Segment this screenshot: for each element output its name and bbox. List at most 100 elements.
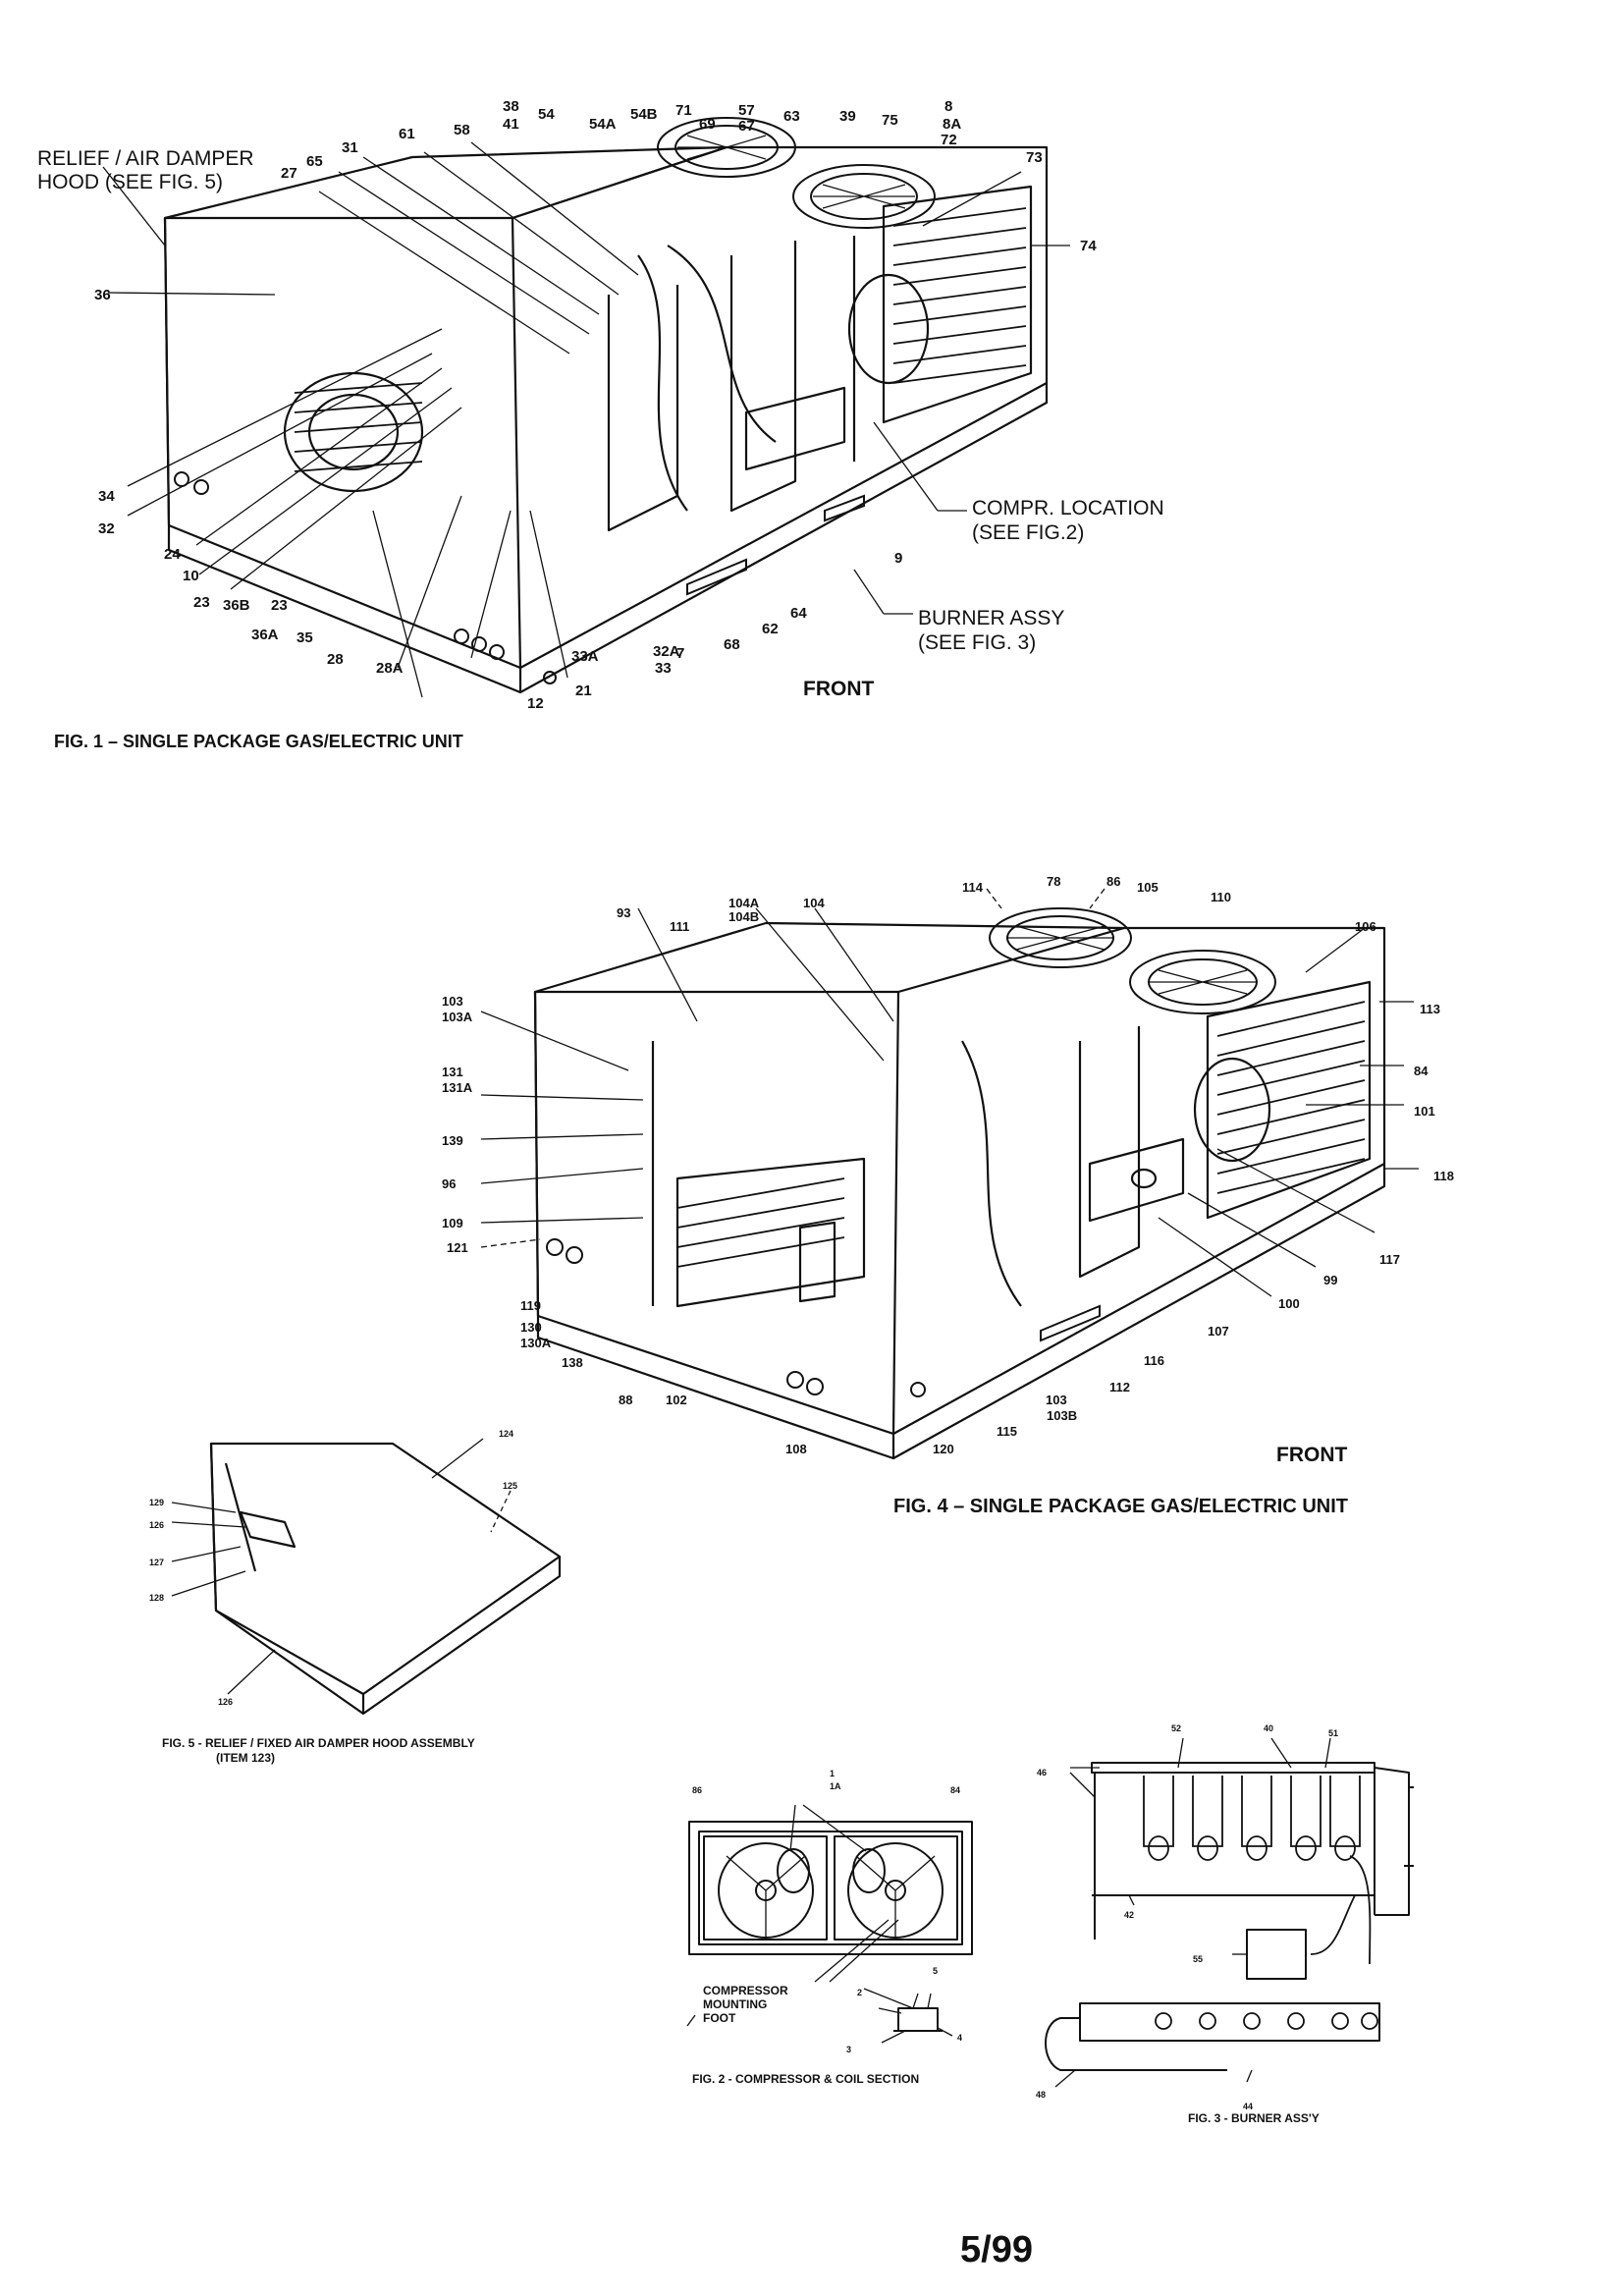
fig4-callout-label: 88	[619, 1393, 633, 1407]
fig1-callout-label: 69	[699, 116, 716, 133]
fig2-compressor-label: COMPRESSOR MOUNTING FOOT	[703, 1984, 788, 2025]
fig1-callout-label: 64	[790, 605, 807, 622]
fig5-hood-drawing	[171, 1438, 562, 1716]
fig3-callout-label: 46	[1037, 1768, 1048, 1777]
fig4-callout-label: 130	[520, 1320, 542, 1335]
fig2-compressor-label-line1: COMPRESSOR	[703, 1984, 788, 1997]
fig1-callout-label: 74	[1080, 238, 1097, 254]
fig4-callout-label: 118	[1433, 1169, 1454, 1183]
fig4-front-label: FRONT	[1276, 1444, 1348, 1466]
fig1-callout-label: 12	[527, 695, 544, 712]
fig1-callout-label: 28A	[376, 660, 404, 677]
fig2-callout-label: 1	[830, 1769, 836, 1778]
fig4-callout-label: 103	[442, 994, 463, 1009]
fig1-callout-label: 54A	[589, 116, 617, 133]
fig1-callout-label: 57	[738, 102, 755, 119]
fig1-burner-label-line2: (SEE FIG. 3)	[918, 631, 1037, 654]
fig2-callout-label: 2	[857, 1988, 863, 1997]
fig1-callout-label: 32A	[653, 643, 680, 660]
fig3-callout-label: 52	[1171, 1723, 1182, 1733]
fig3-callout-label: 51	[1328, 1728, 1339, 1738]
fig1-callout-label: 39	[839, 108, 856, 125]
fig4-callout-label: 103A	[442, 1010, 473, 1024]
fig1-callout-label: 9	[894, 550, 903, 567]
fig4-callout-label: 121	[447, 1240, 468, 1255]
fig1-callout-label: 8	[944, 98, 953, 115]
fig5-callout-label: 126	[149, 1520, 165, 1530]
fig4-callout-label: 106	[1355, 919, 1376, 934]
fig1-callout-label: 38	[503, 98, 519, 115]
fig4-unit-drawing	[480, 888, 1419, 1460]
fig4-callout-label: 107	[1208, 1324, 1229, 1339]
fig1-caption: FIG. 1 – SINGLE PACKAGE GAS/ELECTRIC UNI…	[54, 732, 463, 751]
fig4-callout-label: 86	[1106, 874, 1121, 889]
fig1-callout-label: 31	[342, 139, 358, 156]
fig1-callout-label: 71	[675, 102, 692, 119]
fig4-callout-label: 84	[1414, 1064, 1429, 1078]
fig4-callout-label: 139	[442, 1133, 463, 1148]
fig4-callout-label: 113	[1420, 1002, 1440, 1016]
fig4-callout-label: 100	[1278, 1296, 1300, 1311]
fig2-callout-label: 4	[957, 2033, 963, 2043]
fig4-callout-label: 103B	[1047, 1408, 1078, 1423]
fig1-callout-label: 58	[454, 122, 470, 138]
fig4-callout-label: 111	[670, 919, 690, 934]
fig2-callout-label: 1A	[830, 1781, 841, 1791]
fig1-callout-label: 7	[676, 645, 685, 662]
fig1-callout-label: 36B	[223, 597, 250, 614]
fig1-hood-label-line2: HOOD (SEE FIG. 5)	[37, 171, 224, 193]
fig1-hood-label: RELIEF / AIR DAMPER HOOD (SEE FIG. 5)	[37, 147, 254, 194]
fig5-callout-label: 127	[149, 1558, 165, 1567]
fig2-compressor-label-line2: MOUNTING	[703, 1997, 768, 2011]
fig4-callout-label: 130A	[520, 1336, 552, 1350]
fig4-callout-label: 120	[933, 1442, 954, 1456]
fig1-burner-label-line1: BURNER ASSY	[918, 607, 1065, 629]
fig1-callout-label: 21	[575, 683, 592, 699]
fig4-callout-label: 112	[1109, 1380, 1130, 1394]
fig4-callout-label: 116	[1144, 1353, 1164, 1368]
fig4-callout-label: 101	[1414, 1104, 1435, 1119]
fig4-callout-label: 110	[1211, 890, 1231, 904]
fig2-callout-label: 86	[692, 1785, 703, 1795]
fig4-callout-label: 104	[803, 896, 825, 910]
fig1-front-label: FRONT	[803, 678, 875, 700]
fig2-callout-label: 5	[933, 1966, 939, 1976]
fig1-callout-label: 23	[193, 594, 210, 611]
fig3-callout-label: 42	[1124, 1910, 1135, 1920]
fig4-callout-label: 104B	[728, 909, 760, 924]
fig1-callout-label: 75	[882, 112, 898, 129]
fig4-callout-label: 105	[1137, 880, 1159, 895]
fig1-callout-label: 68	[724, 636, 740, 653]
fig1-callout-label: 32	[98, 520, 115, 537]
fig5-caption-line1: FIG. 5 - RELIEF / FIXED AIR DAMPER HOOD …	[162, 1736, 475, 1750]
fig4-callout-label: 102	[666, 1393, 687, 1407]
fig4-callout-label: 103	[1046, 1393, 1067, 1407]
fig5-caption: FIG. 5 - RELIEF / FIXED AIR DAMPER HOOD …	[162, 1736, 475, 1766]
fig1-callout-label: 8A	[943, 116, 962, 133]
fig5-callout-label: 125	[503, 1481, 518, 1491]
fig4-callout-label: 96	[442, 1176, 457, 1191]
fig1-compr-label: COMPR. LOCATION (SEE FIG.2)	[972, 496, 1164, 545]
fig4-callout-label: 131A	[442, 1080, 473, 1095]
fig2-callout-label: 3	[846, 2045, 852, 2054]
fig3-callout-label: 40	[1264, 1723, 1274, 1733]
fig4-callout-label: 108	[785, 1442, 807, 1456]
fig1-callout-label: 28	[327, 651, 344, 668]
fig3-callout-label: 48	[1036, 2090, 1047, 2100]
fig1-compr-label-line1: COMPR. LOCATION	[972, 497, 1164, 519]
fig5-callout-label: 124	[499, 1429, 514, 1439]
fig1-callout-label: 61	[399, 126, 415, 142]
fig1-callout-label: 33A	[571, 648, 599, 665]
fig2-compressor-drawing	[686, 1804, 973, 2044]
fig1-callout-label: 62	[762, 621, 779, 637]
fig5-callout-label: 129	[149, 1498, 165, 1507]
fig5-callout-label: 126	[218, 1697, 234, 1707]
fig1-callout-label: 67	[738, 118, 755, 135]
fig4-callout-label: 78	[1047, 874, 1061, 889]
fig1-callout-label: 72	[941, 132, 957, 148]
fig1-callout-label: 23	[271, 597, 288, 614]
fig1-callout-label: 10	[183, 568, 199, 584]
fig3-burner-drawing	[1045, 1737, 1414, 2088]
page-number: 5/99	[960, 2229, 1033, 2270]
